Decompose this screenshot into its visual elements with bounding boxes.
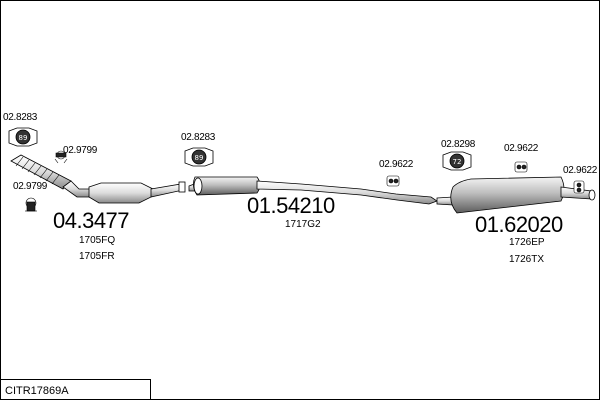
part-number-middle-silencer: 01.54210	[247, 193, 335, 218]
label-hanger-middle: 02.9622	[379, 159, 414, 170]
hanger-icon-middle	[386, 175, 400, 187]
gasket-badge-middle: 89	[195, 154, 204, 162]
rear-silencer-drawing	[436, 176, 596, 214]
clamp-icon-front-lower	[25, 197, 37, 212]
code-rear-silencer-1: 1726EP	[509, 237, 545, 248]
catalyst-body	[88, 182, 154, 204]
gasket-icon-middle	[184, 147, 214, 167]
front-downpipe	[62, 180, 92, 198]
code-rear-silencer-2: 1726TX	[509, 254, 545, 265]
front-pipe-drawing	[10, 154, 186, 204]
front-flex-hatch	[15, 156, 60, 185]
gaskets-drawing: 89 89 72	[8, 127, 472, 171]
clamp-icon-front-upper	[54, 150, 68, 164]
rear-tailpipe-end	[588, 189, 596, 201]
middle-silencer-end	[193, 177, 203, 195]
gasket-icon-front	[8, 127, 38, 147]
label-gasket-front: 02.8283	[3, 112, 38, 123]
middle-silencer-can	[193, 176, 261, 196]
part-number-front-pipe: 04.3477	[53, 208, 130, 233]
gasket-badge-rear: 72	[453, 158, 462, 166]
code-front-pipe-2: 1705FR	[79, 251, 115, 262]
front-outlet-pipe	[150, 183, 184, 198]
label-hanger-rear-2: 02.9622	[563, 165, 598, 176]
label-hanger-rear-1: 02.9622	[504, 143, 539, 154]
rear-silencer-can	[450, 176, 565, 214]
gasket-icon-rear	[442, 151, 472, 171]
label-clamp-front-upper: 02.9799	[63, 145, 98, 156]
middle-outlet-pipe	[256, 180, 438, 205]
label-gasket-middle: 02.8283	[181, 132, 216, 143]
label-clamp-front-lower: 02.9799	[13, 181, 48, 192]
front-flange	[178, 181, 186, 193]
hanger-icon-rear-1	[514, 161, 528, 173]
hanger-icon-rear-2	[573, 180, 585, 194]
reference-box: CITR17869A	[1, 379, 151, 399]
code-front-pipe-1: 1705FQ	[79, 235, 116, 246]
label-gasket-rear: 02.8298	[441, 139, 476, 150]
fittings-drawing	[25, 150, 585, 212]
part-number-rear-silencer: 01.62020	[475, 212, 563, 237]
reference-label: CITR17869A	[5, 385, 69, 397]
gasket-badge-front: 89	[19, 134, 28, 142]
code-middle-silencer-1: 1717G2	[285, 219, 321, 230]
middle-silencer-drawing	[188, 176, 438, 205]
